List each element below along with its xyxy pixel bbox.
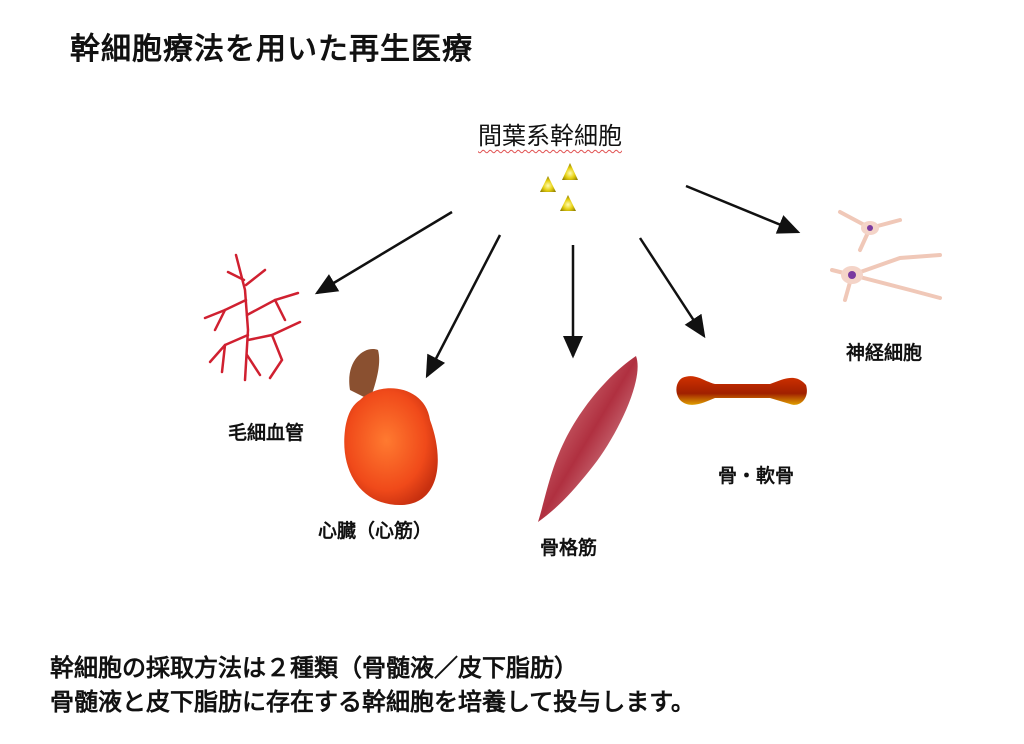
arrow-to-nerve — [685, 184, 801, 234]
capillary-icon — [203, 253, 302, 382]
nerve-cells-icon — [830, 210, 942, 302]
arrows — [314, 184, 801, 379]
note-line-2: 骨髄液と皮下脂肪に存在する幹細胞を培養して投与します。 — [50, 688, 695, 716]
stem-cells-icon — [540, 163, 578, 211]
arrow-to-capillary — [314, 210, 453, 295]
skeletal-muscle-icon — [538, 356, 638, 522]
page-title: 幹細胞療法を用いた再生医療 — [70, 32, 473, 67]
nerve-label: 神経細胞 — [846, 342, 923, 364]
skeletal-muscle-label: 骨格筋 — [540, 537, 598, 559]
note-line-1: 幹細胞の採取方法は２種類（骨髄液／皮下脂肪） — [50, 654, 578, 682]
arrow-to-heart — [425, 234, 502, 379]
source-label: 間葉系幹細胞 — [478, 122, 622, 150]
capillary-label: 毛細血管 — [228, 422, 305, 444]
arrow-to-bone — [638, 237, 706, 339]
heart-label: 心臓（心筋） — [318, 520, 433, 542]
heart-icon — [344, 349, 438, 505]
bone-icon — [676, 376, 807, 405]
bone-label: 骨・軟骨 — [718, 465, 795, 487]
